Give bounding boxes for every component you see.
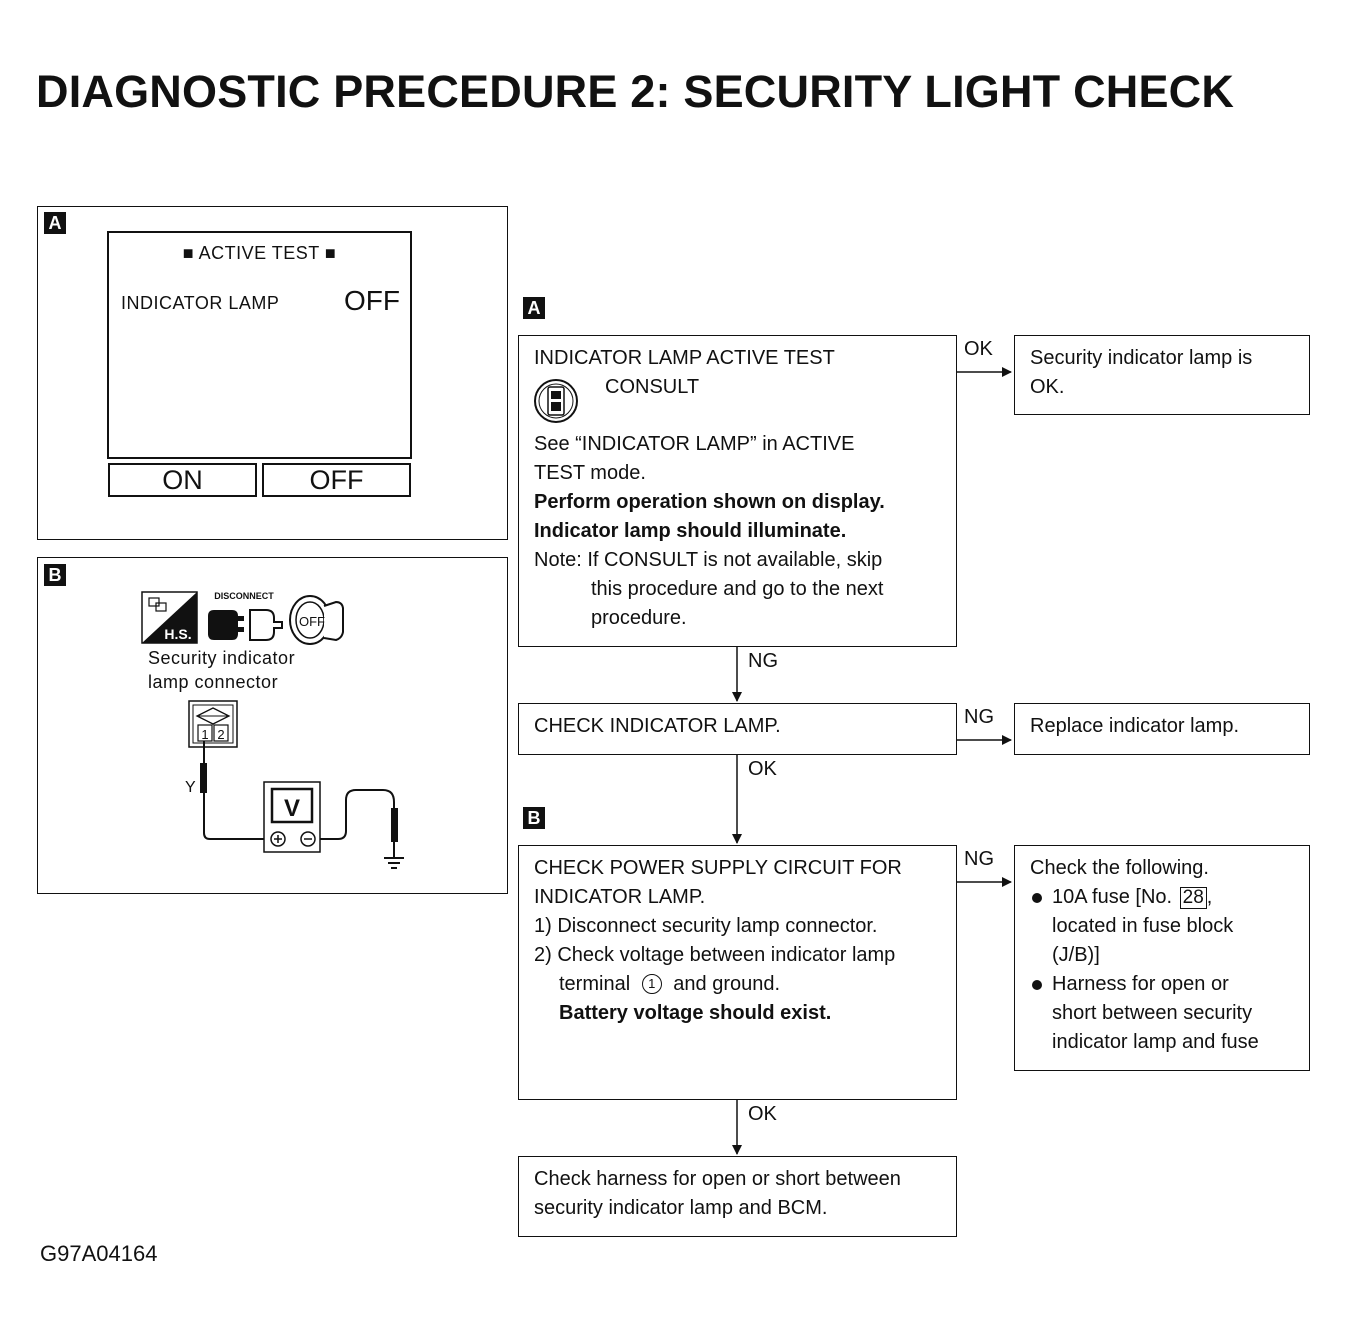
- hs-label: H.S.: [164, 626, 191, 642]
- panel-a: A ■ ACTIVE TEST ■ INDICATOR LAMP OFF ON …: [37, 206, 508, 540]
- fuse-comma: ,: [1206, 886, 1213, 908]
- voltmeter-label: V: [284, 795, 300, 822]
- terminal-1-circle: 1: [641, 974, 662, 994]
- step1-ng-label: NG: [748, 650, 778, 672]
- panel-b: B H.S. DISCONNECT OFF: [37, 557, 508, 894]
- consult-icon: [533, 378, 579, 424]
- step3-title-line1: CHECK POWER SUPPLY CIRCUIT FOR: [534, 857, 902, 879]
- step1-box: INDICATOR LAMP ACTIVE TEST CONSULT See “…: [518, 335, 957, 647]
- step1-ok-label: OK: [964, 338, 993, 360]
- flow-tag-a: A: [523, 297, 545, 319]
- step1-line3: Perform operation shown on display.: [534, 491, 885, 513]
- terminal-1-number: 1: [648, 976, 656, 991]
- connector-label-line1: Security indicator: [148, 648, 296, 668]
- consult-screen: ■ ACTIVE TEST ■ INDICATOR LAMP OFF: [107, 231, 412, 459]
- bullet-2-icon: [1032, 980, 1042, 990]
- off-button[interactable]: OFF: [262, 463, 411, 497]
- ignition-key-off-icon: OFF: [289, 595, 344, 645]
- step3-ng-label: NG: [964, 848, 994, 870]
- step2-ng-result-box: Replace indicator lamp.: [1014, 703, 1310, 755]
- step4-line2: security indicator lamp and BCM.: [534, 1197, 828, 1219]
- step3-ng-bullet2-line1: Harness for open or: [1052, 973, 1229, 995]
- step1-title: INDICATOR LAMP ACTIVE TEST: [534, 347, 835, 369]
- step3-step3: terminal 1 and ground.: [559, 970, 780, 999]
- step4-box: Check harness for open or short between …: [518, 1156, 957, 1237]
- step3-box: CHECK POWER SUPPLY CIRCUIT FOR INDICATOR…: [518, 845, 957, 1100]
- step1-line4: Indicator lamp should illuminate.: [534, 520, 847, 542]
- panel-a-tag: A: [44, 212, 66, 234]
- page-title: DIAGNOSTIC PRECEDURE 2: SECURITY LIGHT C…: [36, 66, 1235, 117]
- step1-line1: See “INDICATOR LAMP” in ACTIVE: [534, 433, 855, 455]
- step2-ng-result: Replace indicator lamp.: [1030, 715, 1239, 737]
- fuse-number-box: 28: [1179, 887, 1207, 909]
- wiring-diagram: H.S. DISCONNECT OFF 1 2: [141, 591, 404, 869]
- wire-color-label: Y: [185, 779, 196, 796]
- on-button-label: ON: [162, 465, 203, 495]
- step3-step1: 1) Disconnect security lamp connector.: [534, 915, 878, 937]
- on-button[interactable]: ON: [108, 463, 257, 497]
- voltmeter-leads: [200, 741, 404, 869]
- voltmeter-icon: V: [263, 781, 321, 853]
- indicator-lamp-value: OFF: [344, 285, 400, 316]
- fuse-number: 28: [1182, 887, 1204, 908]
- step3-ok-label: OK: [748, 1103, 777, 1125]
- indicator-lamp-label: INDICATOR LAMP: [121, 293, 280, 313]
- step3-ground-text: and ground.: [673, 973, 781, 995]
- screen-header: ■ ACTIVE TEST ■: [182, 243, 337, 263]
- step3-ng-head: Check the following.: [1030, 857, 1209, 879]
- step1-ok-result-box: Security indicator lamp is OK.: [1014, 335, 1310, 415]
- step1-line2: TEST mode.: [534, 462, 646, 484]
- disconnect-icon: DISCONNECT: [208, 591, 283, 641]
- step2-ng-label: NG: [964, 706, 994, 728]
- step1-ok-result-line1: Security indicator lamp is: [1030, 347, 1253, 369]
- step3-ng-bullet1-line1: 10A fuse [No. 28,: [1052, 883, 1212, 912]
- step2-title: CHECK INDICATOR LAMP.: [534, 715, 781, 737]
- step3-ng-bullet1-line3: (J/B)]: [1052, 944, 1100, 966]
- connector-label-line2: lamp connector: [148, 672, 279, 692]
- key-off-label: OFF: [299, 614, 325, 629]
- step3-title-line2: INDICATOR LAMP.: [534, 886, 706, 908]
- step4-line1: Check harness for open or short between: [534, 1168, 901, 1190]
- step1-note1: Note: If CONSULT is not available, skip: [534, 549, 883, 571]
- step3-terminal-text: terminal: [559, 973, 631, 995]
- off-button-label: OFF: [309, 465, 364, 495]
- step3-step4: Battery voltage should exist.: [559, 1002, 832, 1024]
- lamp-connector: 1 2: [188, 700, 238, 748]
- step3-step2: 2) Check voltage between indicator lamp: [534, 944, 896, 966]
- step2-box: CHECK INDICATOR LAMP.: [518, 703, 957, 755]
- step3-ng-bullet2-line3: indicator lamp and fuse: [1052, 1031, 1259, 1053]
- connector-pin-2: 2: [217, 727, 224, 742]
- flow-tag-b: B: [523, 807, 545, 829]
- step3-ng-bullet2-line2: short between security: [1052, 1002, 1253, 1024]
- panel-b-tag: B: [44, 564, 66, 586]
- step1-note3: procedure.: [591, 607, 687, 629]
- figure-code: G97A04164: [40, 1241, 158, 1266]
- disconnect-label: DISCONNECT: [214, 591, 274, 601]
- step2-ok-label: OK: [748, 758, 777, 780]
- hs-icon: H.S.: [141, 591, 198, 644]
- bullet-1-icon: [1032, 893, 1042, 903]
- step3-ng-result-box: Check the following. 10A fuse [No. 28, l…: [1014, 845, 1310, 1071]
- step1-note2: this procedure and go to the next: [591, 578, 884, 600]
- connector-pin-1: 1: [201, 727, 208, 742]
- step1-consult-label: CONSULT: [605, 376, 700, 398]
- step3-ng-bullet1-line2: located in fuse block: [1052, 915, 1234, 937]
- fuse-text: 10A fuse [No.: [1052, 886, 1173, 908]
- step1-ok-result-line2: OK.: [1030, 376, 1065, 398]
